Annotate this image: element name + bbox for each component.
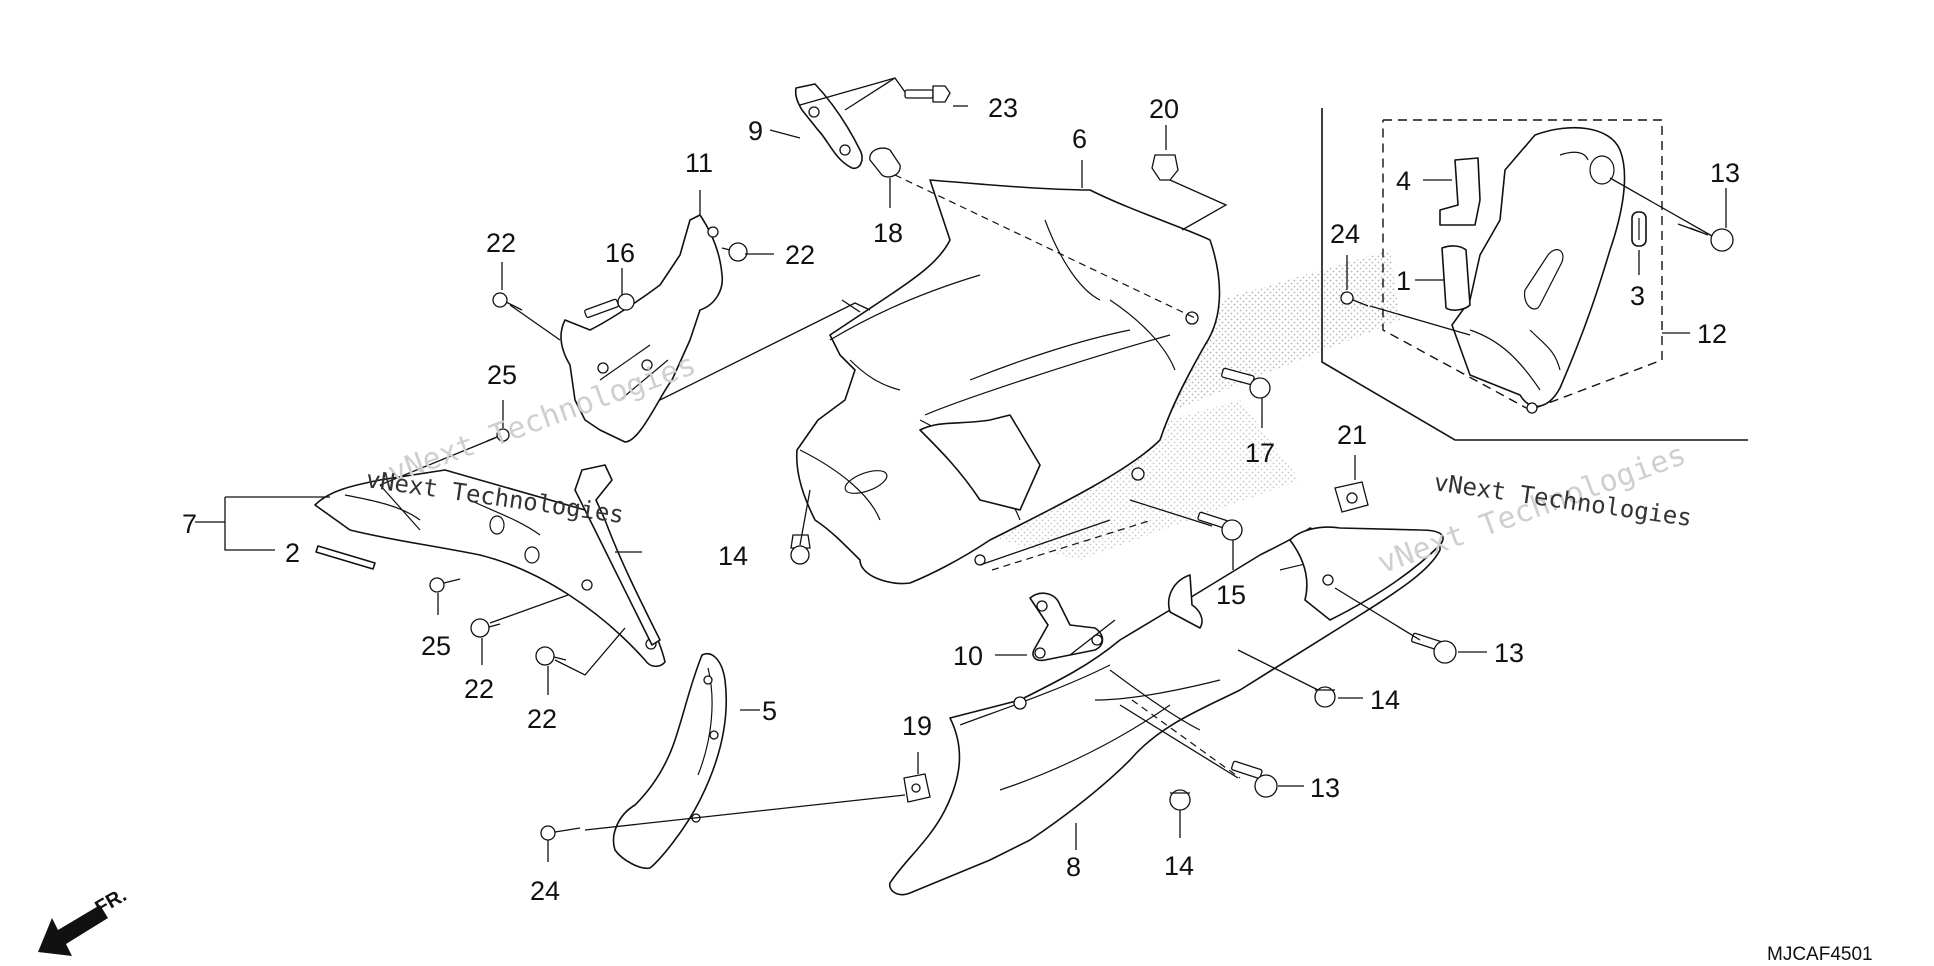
callout-8: 8: [1066, 852, 1081, 882]
clip-nut-21: [1334, 481, 1369, 513]
diagram-code: MJCAF4501: [1767, 944, 1873, 965]
bolt-15: [1197, 511, 1243, 541]
callout-24-lower: 24: [530, 876, 560, 906]
callout-13-low: 13: [1310, 773, 1340, 803]
collar-18: [869, 147, 901, 178]
clip-20: [1151, 154, 1179, 181]
screw-25-b: [429, 577, 461, 593]
side-panel-5: [612, 653, 728, 870]
callout-25-b: 25: [421, 631, 451, 661]
bracket-9: [794, 83, 863, 170]
bolt-13-low: [1231, 760, 1278, 798]
callout-7: 7: [182, 509, 197, 539]
callout-3: 3: [1630, 281, 1645, 311]
callout-5: 5: [762, 696, 777, 726]
under-cowl-8-right-flap: [1289, 526, 1444, 621]
screw-13-top: [1677, 223, 1734, 252]
screw-25-a: [486, 428, 510, 442]
clip-nut-19: [903, 773, 931, 803]
callout-12: 12: [1697, 319, 1727, 349]
callout-13-top: 13: [1710, 158, 1740, 188]
leader-lines: [195, 77, 1727, 862]
inner-panel-12: [1451, 126, 1626, 414]
bolt-22-a: [492, 292, 523, 311]
callout-22-a: 22: [486, 228, 516, 258]
side-cover-7: [314, 464, 666, 668]
bolt-23: [904, 85, 951, 103]
stay-11: [560, 214, 724, 443]
callout-23: 23: [988, 93, 1018, 123]
grommet-14-low: [1169, 789, 1191, 811]
callout-6: 6: [1072, 124, 1087, 154]
callout-2: 2: [285, 538, 300, 568]
callout-4: 4: [1396, 166, 1411, 196]
bolt-22-d: [535, 646, 567, 666]
cowl-6-lower-edge: [919, 414, 1041, 511]
bolt-17: [1221, 367, 1271, 399]
callout-22-d: 22: [527, 704, 557, 734]
callout-16: 16: [605, 238, 635, 268]
bolt-13-mid: [1411, 632, 1457, 664]
front-direction-arrow: FR.: [38, 884, 130, 956]
callout-10: 10: [953, 641, 983, 671]
svg-text:vNext Technologies: vNext Technologies: [383, 347, 700, 491]
upper-cowl-6: [795, 179, 1221, 585]
callout-14-mid: 14: [1370, 685, 1400, 715]
screw-24-lower: [540, 825, 581, 841]
inner-panel-assembly-frame: [1321, 108, 1748, 441]
shading-band-lower: [990, 400, 1300, 560]
bolt-16: [584, 293, 635, 319]
callout-21: 21: [1337, 420, 1367, 450]
pad-1: [1441, 245, 1471, 311]
grommet-14-mid: [1314, 686, 1336, 708]
callout-13-mid: 13: [1494, 638, 1524, 668]
callout-20: 20: [1149, 94, 1179, 124]
clip-3: [1631, 211, 1647, 247]
callout-24-upper: 24: [1330, 219, 1360, 249]
callout-22-c: 22: [464, 674, 494, 704]
callout-14-low: 14: [1164, 851, 1194, 881]
bolt-22-c: [470, 618, 501, 638]
watermark-right: vNext Technologies vNext Technologies: [1373, 437, 1693, 581]
screw-24-upper: [1340, 291, 1369, 307]
callout-1: 1: [1396, 266, 1411, 296]
pad-4: [1439, 157, 1481, 226]
callout-15: 15: [1216, 580, 1246, 610]
callout-14-left: 14: [718, 541, 748, 571]
callout-18: 18: [873, 218, 903, 248]
callout-11: 11: [685, 148, 713, 178]
strip-2: [315, 545, 376, 570]
bolt-22-b: [721, 242, 748, 262]
callout-19: 19: [902, 711, 932, 741]
callout-22-b: 22: [785, 240, 815, 270]
callout-9: 9: [748, 116, 763, 146]
callout-labels: 1 2 3 4 5 6 7 8 9 10 11 12 13 13 13 14 1…: [182, 93, 1740, 906]
callout-25-a: 25: [487, 360, 517, 390]
bracket-10: [1029, 592, 1104, 662]
callout-17: 17: [1245, 438, 1275, 468]
arrow-icon: [38, 905, 108, 956]
